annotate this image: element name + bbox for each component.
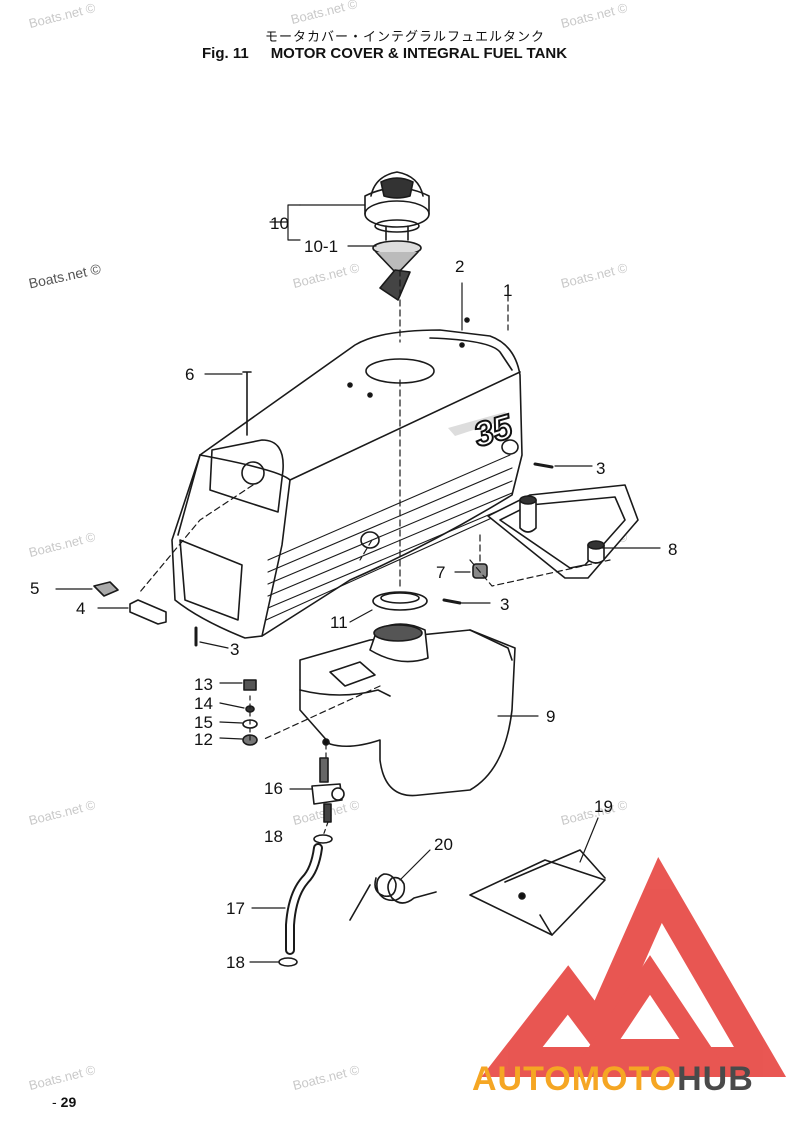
- leader-lines: [55, 204, 661, 963]
- callout-17: 17: [226, 899, 245, 918]
- callout-1: 1: [503, 281, 512, 300]
- callout-15: 15: [194, 713, 213, 732]
- cover-decal: [448, 412, 510, 436]
- callout-10: 10: [270, 214, 289, 233]
- brand-word-moto: MOTO: [571, 1060, 678, 1098]
- callout-18b: 18: [226, 953, 245, 972]
- callout-9: 9: [546, 707, 555, 726]
- callout-12: 12: [194, 730, 213, 749]
- callout-14: 14: [194, 694, 213, 713]
- callout-3b: 3: [500, 595, 509, 614]
- diagram-title-japanese: モータカバー・インテグラルフュエルタンク: [265, 30, 546, 45]
- screws: [194, 371, 554, 647]
- callout-3c: 3: [230, 640, 239, 659]
- callout-18a: 18: [264, 827, 283, 846]
- callout-19: 19: [594, 797, 613, 816]
- fuel-hose: [285, 843, 323, 955]
- page-number-value: 29: [60, 1094, 77, 1110]
- callout-7: 7: [436, 563, 445, 582]
- callout-2: 2: [455, 257, 464, 276]
- bracket-plate: [129, 599, 167, 625]
- filler-gasket: [372, 591, 428, 611]
- diagram-title: Fig. 11 MOTOR COVER & INTEGRAL FUEL TANK: [202, 45, 567, 62]
- brand-word-hub: HUB: [677, 1060, 754, 1098]
- tool-bag: [469, 849, 606, 936]
- callout-10-1: 10-1: [304, 237, 338, 256]
- callout-5: 5: [30, 579, 39, 598]
- spring: [349, 873, 437, 921]
- rubber-pad: [93, 581, 119, 597]
- callout-8: 8: [668, 540, 677, 559]
- hose-clip: [278, 834, 333, 967]
- page-number: -29: [52, 1094, 77, 1110]
- brand-word-auto: AUTO: [472, 1060, 572, 1098]
- brand-logo: [481, 857, 787, 1077]
- fuel-cap: [364, 171, 430, 241]
- motor-cover: [171, 317, 523, 639]
- callout-13: 13: [194, 675, 213, 694]
- fuel-strainer: [372, 240, 422, 301]
- callout-4: 4: [76, 599, 85, 618]
- callout-16: 16: [264, 779, 283, 798]
- figure-number: Fig. 11: [202, 45, 249, 62]
- cover-plate: [487, 484, 639, 579]
- figure-caption: MOTOR COVER & INTEGRAL FUEL TANK: [270, 45, 568, 62]
- brand-wordmark: AUTOMOTOHUB: [472, 1060, 754, 1099]
- fuel-tank: [299, 623, 516, 797]
- fuel-cock: [311, 757, 345, 823]
- callout-6: 6: [185, 365, 194, 384]
- callout-3a: 3: [596, 459, 605, 478]
- callout-20: 20: [434, 835, 453, 854]
- callout-11: 11: [330, 613, 348, 632]
